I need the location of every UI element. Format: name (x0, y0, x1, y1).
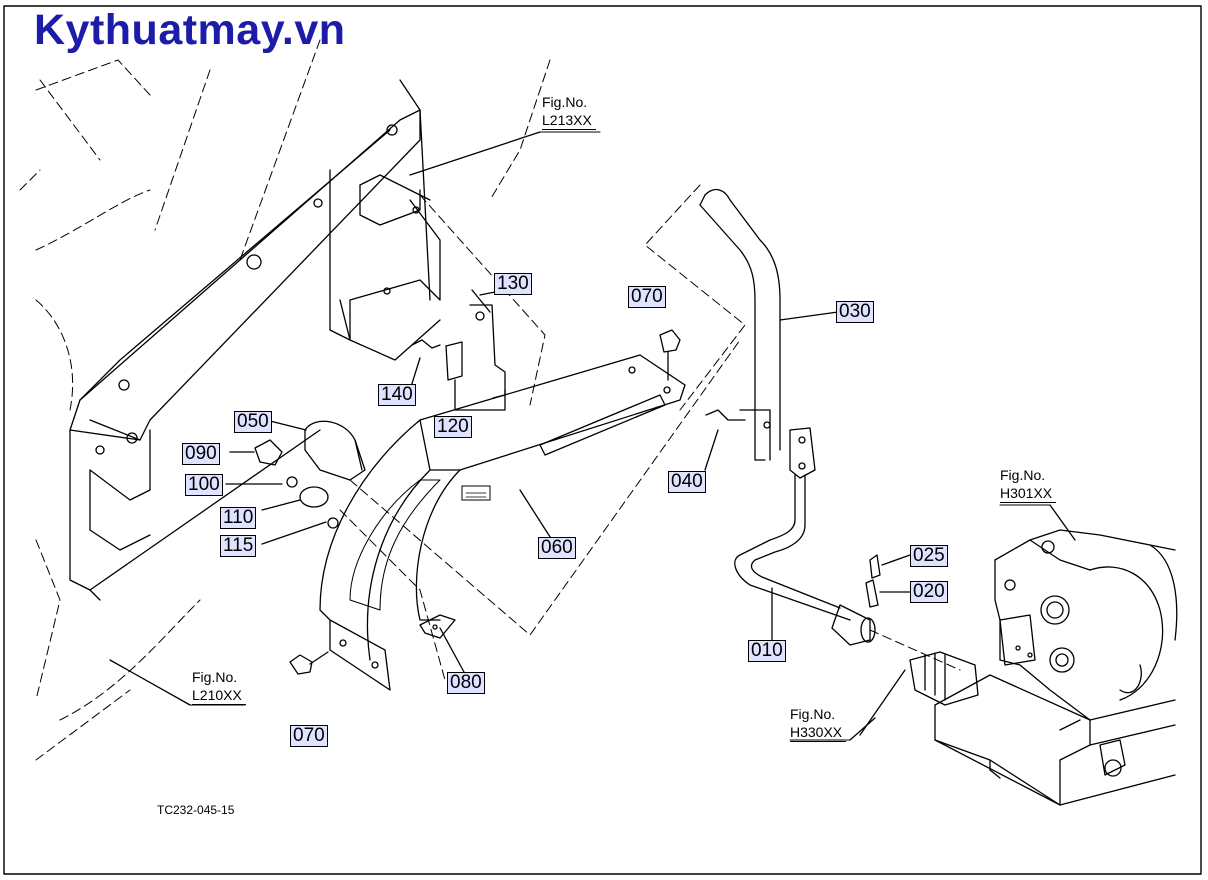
part-callout-120[interactable]: 120 (434, 416, 472, 438)
part-callout-025[interactable]: 025 (910, 545, 948, 567)
fig-ref-h301: Fig.No. H301XX (1000, 466, 1057, 503)
part-callout-080[interactable]: 080 (447, 672, 485, 694)
fig-ref-code: L210XX (192, 686, 246, 705)
part-callout-060[interactable]: 060 (538, 537, 576, 559)
fig-ref-label: Fig.No. (542, 94, 588, 110)
fig-ref-label: Fig.No. (1000, 467, 1046, 483)
fig-ref-code: H330XX (790, 723, 847, 742)
fig-ref-code: L213XX (542, 111, 596, 130)
drawing-id: TC232-045-15 (157, 803, 235, 817)
fig-ref-code: H301XX (1000, 484, 1057, 503)
part-callout-040[interactable]: 040 (668, 471, 706, 493)
part-callout-030[interactable]: 030 (836, 301, 874, 323)
part-callout-070-top[interactable]: 070 (628, 286, 666, 308)
fig-ref-label: Fig.No. (790, 706, 836, 722)
fig-ref-h330: Fig.No. H330XX (790, 705, 847, 742)
part-callout-010[interactable]: 010 (748, 640, 786, 662)
part-callout-090[interactable]: 090 (182, 443, 220, 465)
part-callout-070-bottom[interactable]: 070 (290, 725, 328, 747)
fig-ref-l210: Fig.No. L210XX (192, 668, 246, 705)
part-callout-110[interactable]: 110 (220, 507, 257, 529)
fig-ref-l213: Fig.No. L213XX (542, 93, 596, 130)
part-callout-140[interactable]: 140 (378, 384, 416, 406)
part-callout-130[interactable]: 130 (494, 273, 532, 295)
part-callout-100[interactable]: 100 (185, 474, 223, 496)
part-callout-050[interactable]: 050 (234, 411, 272, 433)
part-callout-115[interactable]: 115 (220, 535, 257, 557)
fig-ref-label: Fig.No. (192, 669, 238, 685)
part-callout-020[interactable]: 020 (910, 581, 948, 603)
watermark-logo: Kythuatmay.vn (34, 6, 346, 54)
